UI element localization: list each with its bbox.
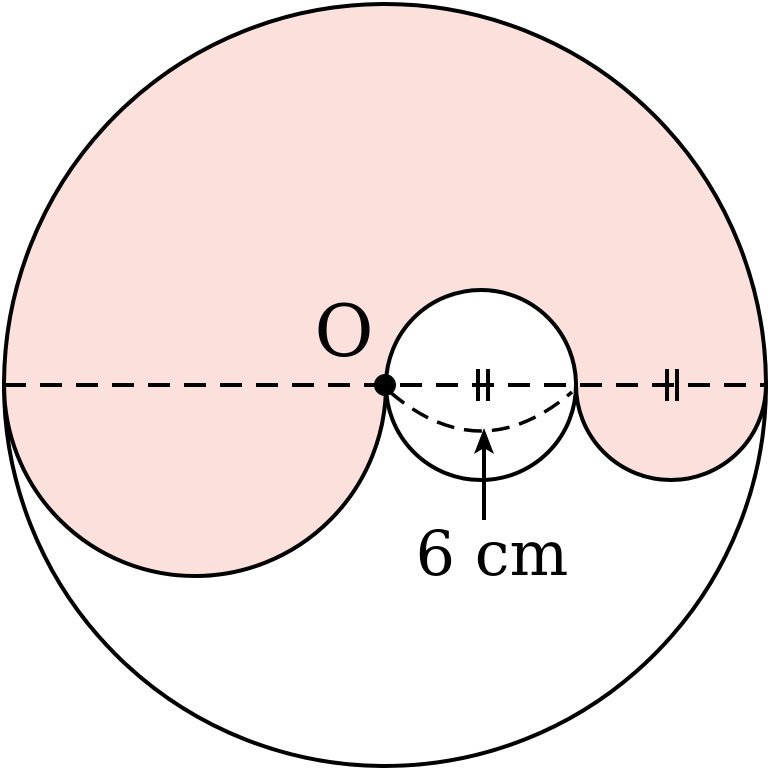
center-label: O [314,289,373,373]
center-point [374,374,396,396]
measurement-label: 6 cm [416,517,569,590]
right-lower-semicircle [574,384,768,482]
left-lower-semicircle [2,384,388,578]
arrow-head [474,428,494,454]
equal-tick-mark [665,369,679,401]
measurement-arc [388,390,574,433]
shaded-region [4,4,766,576]
equal-tick-mark [476,369,490,401]
